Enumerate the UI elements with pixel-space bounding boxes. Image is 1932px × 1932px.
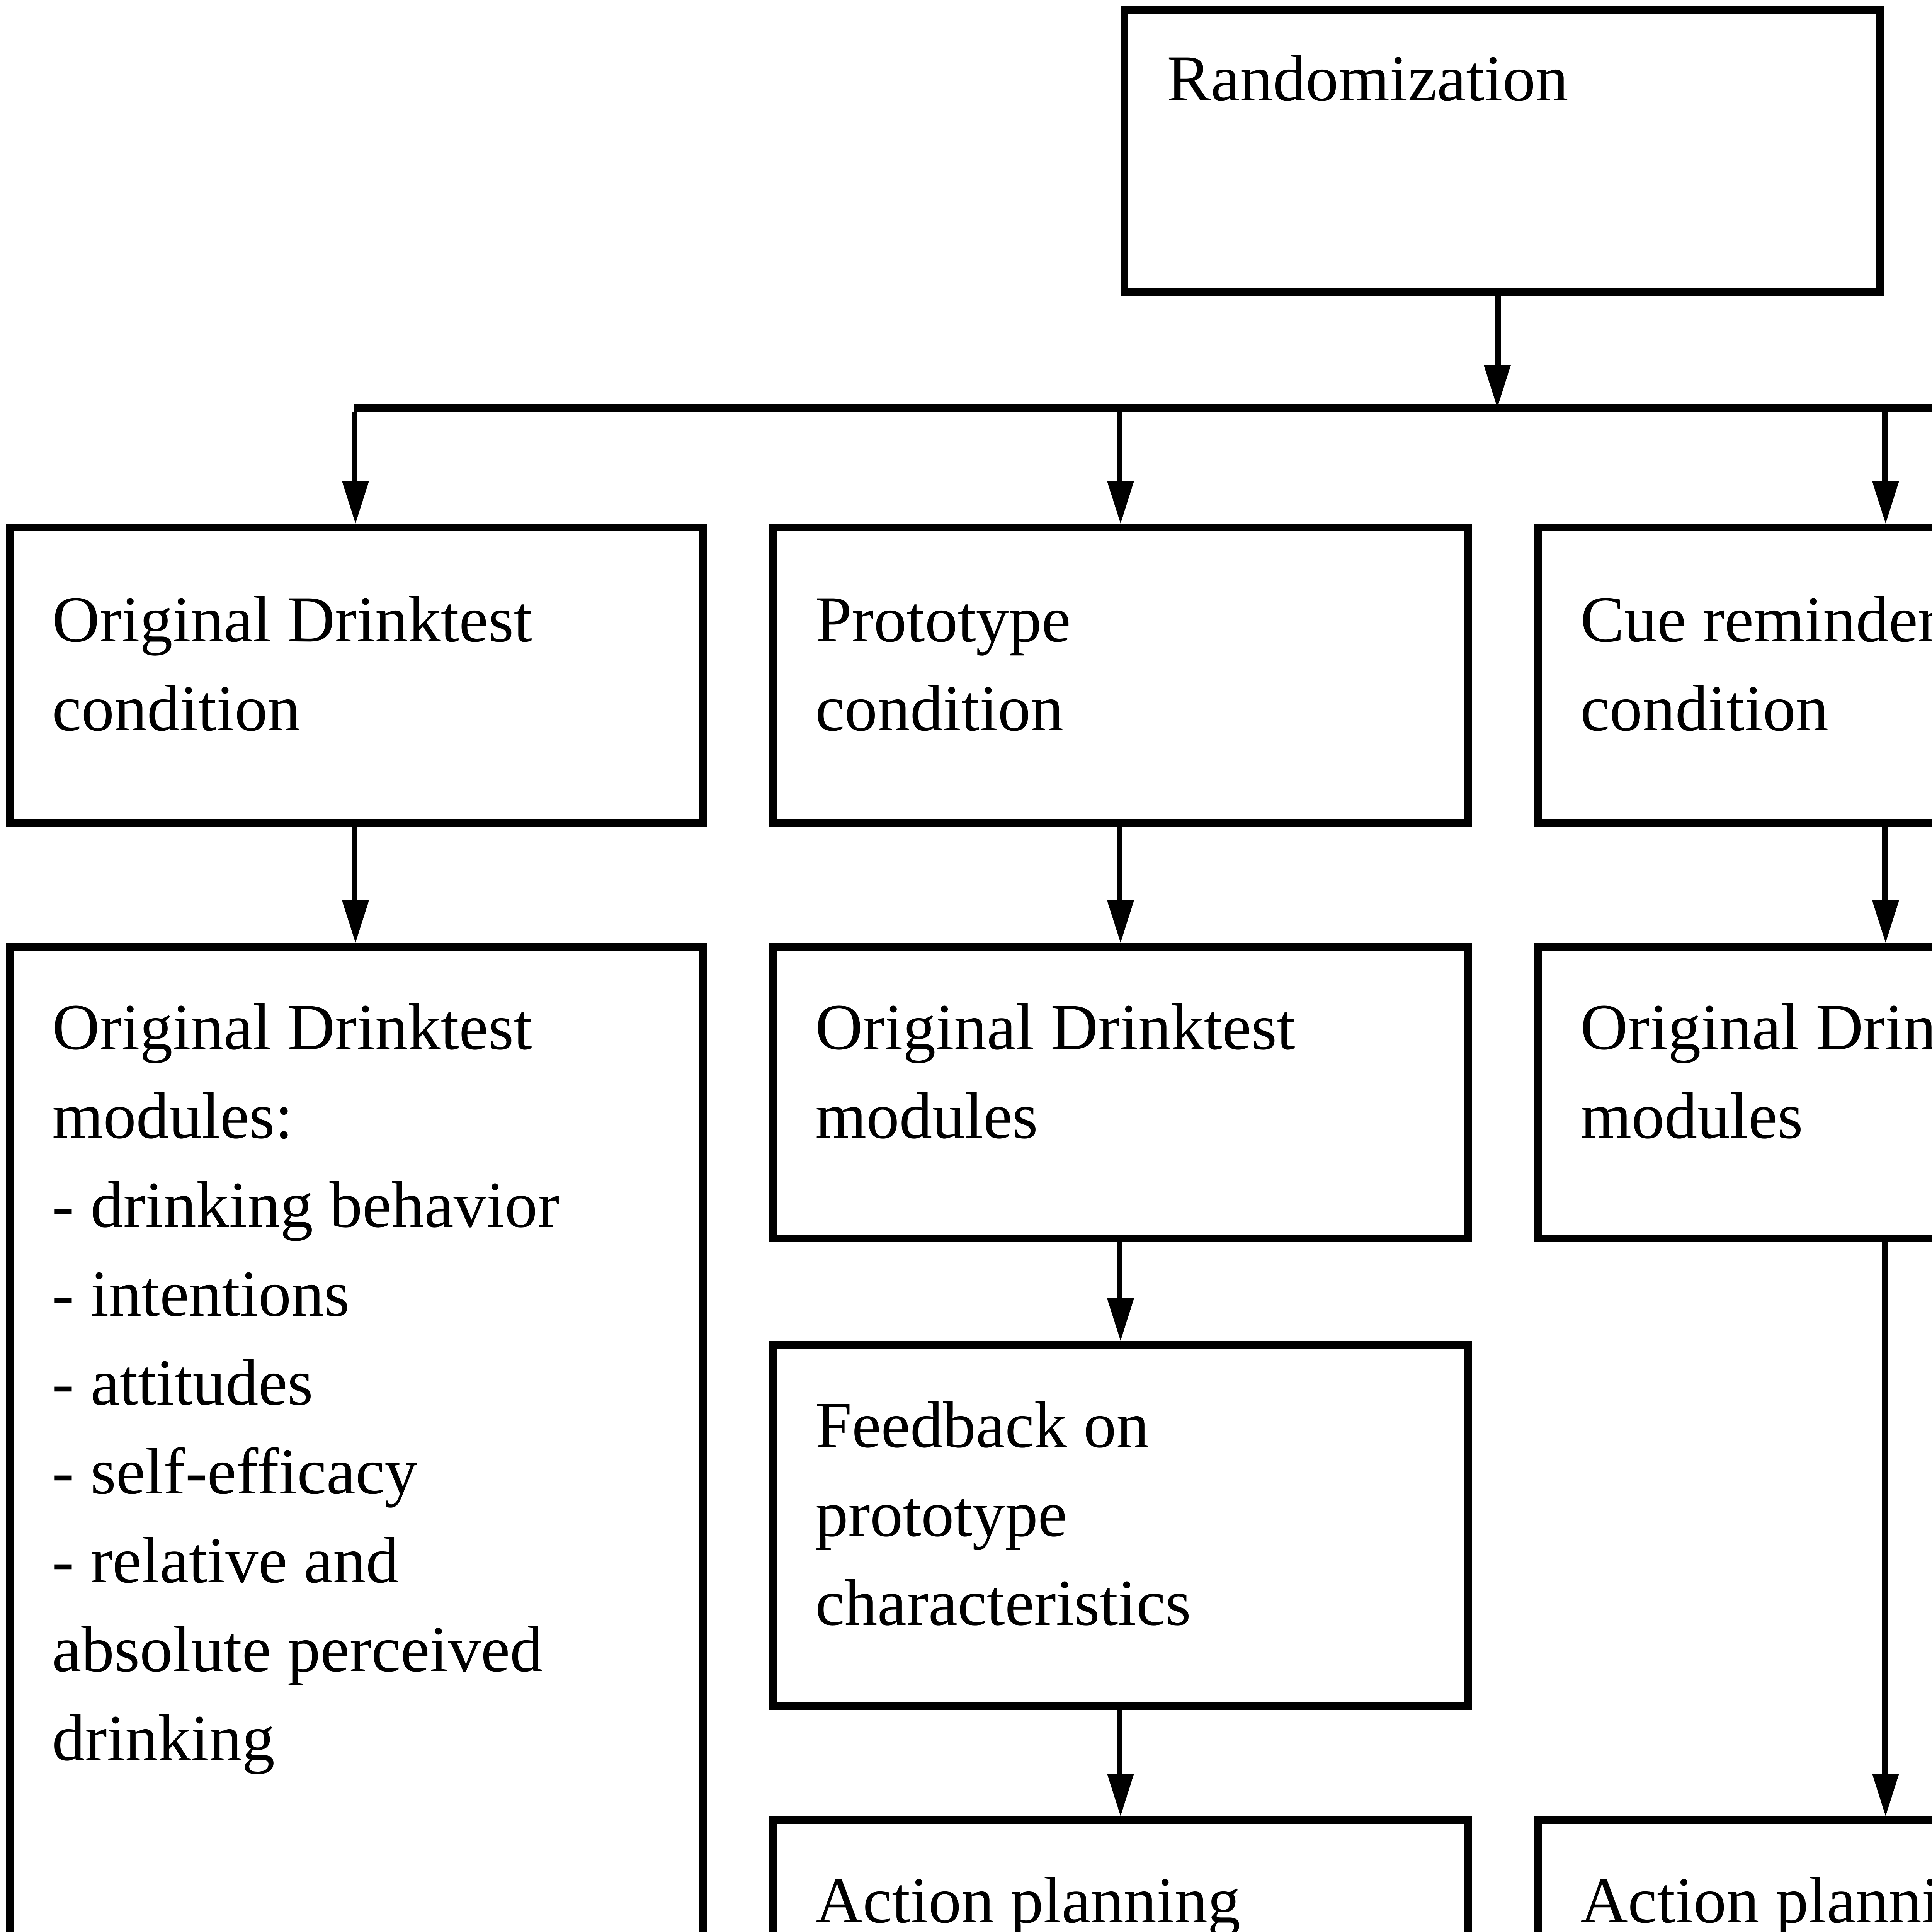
arrow-branch-col1-line xyxy=(352,412,357,485)
action-planning-box-col3: Action planning xyxy=(1534,1816,1932,1932)
arrow-randomization-line xyxy=(1495,296,1501,365)
branch-line xyxy=(354,404,1932,412)
arrow-col1-condition-to-modules-line xyxy=(352,827,357,904)
arrow-col2-condition-to-modules-head xyxy=(1107,900,1134,943)
arrow-col3-modules-to-action-line xyxy=(1882,1242,1888,1777)
condition-box-original-drinktest: Original Drinktest condition xyxy=(6,524,707,827)
arrow-col3-condition-to-modules-line xyxy=(1882,827,1888,904)
modules-box-col3: Original Drinktest modules xyxy=(1534,943,1932,1242)
arrow-col1-condition-to-modules-head xyxy=(342,900,369,943)
modules-box-col2: Original Drinktest modules xyxy=(769,943,1472,1242)
action-planning-box-col2: Action planning xyxy=(769,1816,1472,1932)
condition-box-cue-reminder: Cue reminder condition xyxy=(1534,524,1932,827)
arrow-col3-modules-to-action-head xyxy=(1872,1774,1899,1816)
arrow-randomization-head xyxy=(1484,365,1511,408)
arrow-branch-col1-head xyxy=(342,481,369,524)
modules-list-box-col1: Original Drinktest modules: - drinking b… xyxy=(6,943,707,1932)
arrow-col3-condition-to-modules-head xyxy=(1872,900,1899,943)
arrow-branch-col2-line xyxy=(1117,412,1122,485)
arrow-branch-col3-head xyxy=(1872,481,1899,524)
arrow-col2-modules-to-feedback-head xyxy=(1107,1298,1134,1341)
arrow-col2-condition-to-modules-line xyxy=(1117,827,1122,904)
randomization-box: Randomization xyxy=(1121,6,1884,296)
feedback-box-col2: Feedback on prototype characteristics xyxy=(769,1341,1472,1710)
arrow-col2-modules-to-feedback-line xyxy=(1117,1242,1122,1302)
arrow-branch-col2-head xyxy=(1107,481,1134,524)
arrow-col2-feedback-to-action-head xyxy=(1107,1774,1134,1816)
arrow-col2-feedback-to-action-line xyxy=(1117,1710,1122,1777)
arrow-branch-col3-line xyxy=(1882,412,1888,485)
condition-box-prototype: Prototype condition xyxy=(769,524,1472,827)
